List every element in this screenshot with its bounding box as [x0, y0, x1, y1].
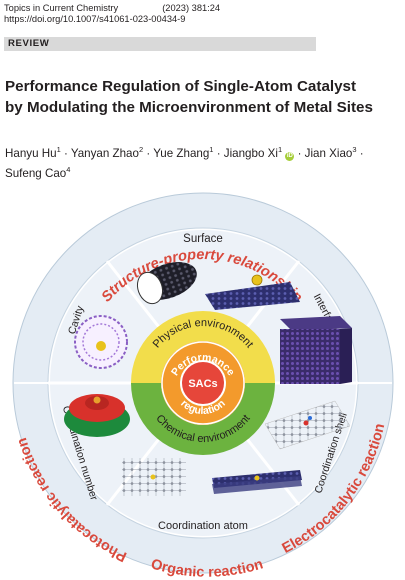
orcid-icon[interactable]: iD [285, 152, 295, 161]
author-name[interactable]: Hanyu Hu [5, 147, 57, 160]
article-title: Performance Regulation of Single-Atom Ca… [5, 76, 403, 118]
author-separator: · [143, 147, 154, 160]
graphene-sheet-image [122, 458, 186, 496]
title-line-1: Performance Regulation of Single-Atom Ca… [5, 78, 357, 95]
affiliation-mark: 1 [56, 145, 61, 154]
author-name[interactable]: Jian Xiao [304, 147, 353, 160]
section-label: REVIEW [8, 38, 50, 49]
affiliation-mark: 1 [209, 145, 214, 154]
title-line-2: by Modulating the Microenvironment of Me… [5, 99, 373, 116]
sacs-core [180, 360, 226, 406]
shell-lattice-image [264, 400, 351, 450]
affiliation-mark: 2 [138, 145, 144, 154]
author-separator: · [356, 147, 364, 160]
surface-slab-image [205, 274, 300, 310]
affiliation-mark: 1 [277, 145, 283, 154]
sector-label-surface: Surface [183, 233, 223, 245]
citation: (2023) 381:24 [162, 3, 221, 13]
author-separator: · [294, 147, 305, 160]
graphical-abstract: Structure-property relationship Photocat… [12, 192, 394, 580]
author-separator: · [213, 147, 224, 160]
author-separator: · [60, 147, 71, 160]
author-name[interactable]: Jiangbo Xi [223, 147, 278, 160]
journal-header: Topics in Current Chemistry (2023) 381:24 [4, 3, 220, 14]
nanotube-image [136, 262, 197, 305]
fullerene-image [74, 315, 128, 369]
performance-ring-inner [161, 341, 245, 425]
author-list: Hanyu Hu1 · Yanyan Zhao2 · Yue Zhang1 · … [5, 144, 403, 184]
affiliation-mark: 3 [352, 145, 357, 154]
journal-name: Topics in Current Chemistry [4, 3, 119, 13]
doi-link[interactable]: https://doi.org/10.1007/s41061-023-00434… [4, 14, 186, 24]
cluster-image [64, 394, 130, 437]
cube-image [280, 316, 352, 384]
physical-environment-band [131, 311, 275, 383]
affiliation-mark: 4 [66, 165, 71, 174]
sector-label-coordination-atom: Coordination atom [158, 520, 248, 532]
chemical-environment-band [131, 383, 275, 455]
author-name[interactable]: Yue Zhang [153, 147, 210, 160]
layered-sheet-image [212, 470, 302, 494]
section-bar: REVIEW [4, 37, 316, 51]
core-label: SACs [188, 378, 217, 390]
author-name[interactable]: Yanyan Zhao [70, 147, 139, 160]
author-name[interactable]: Sufeng Cao [5, 167, 67, 180]
